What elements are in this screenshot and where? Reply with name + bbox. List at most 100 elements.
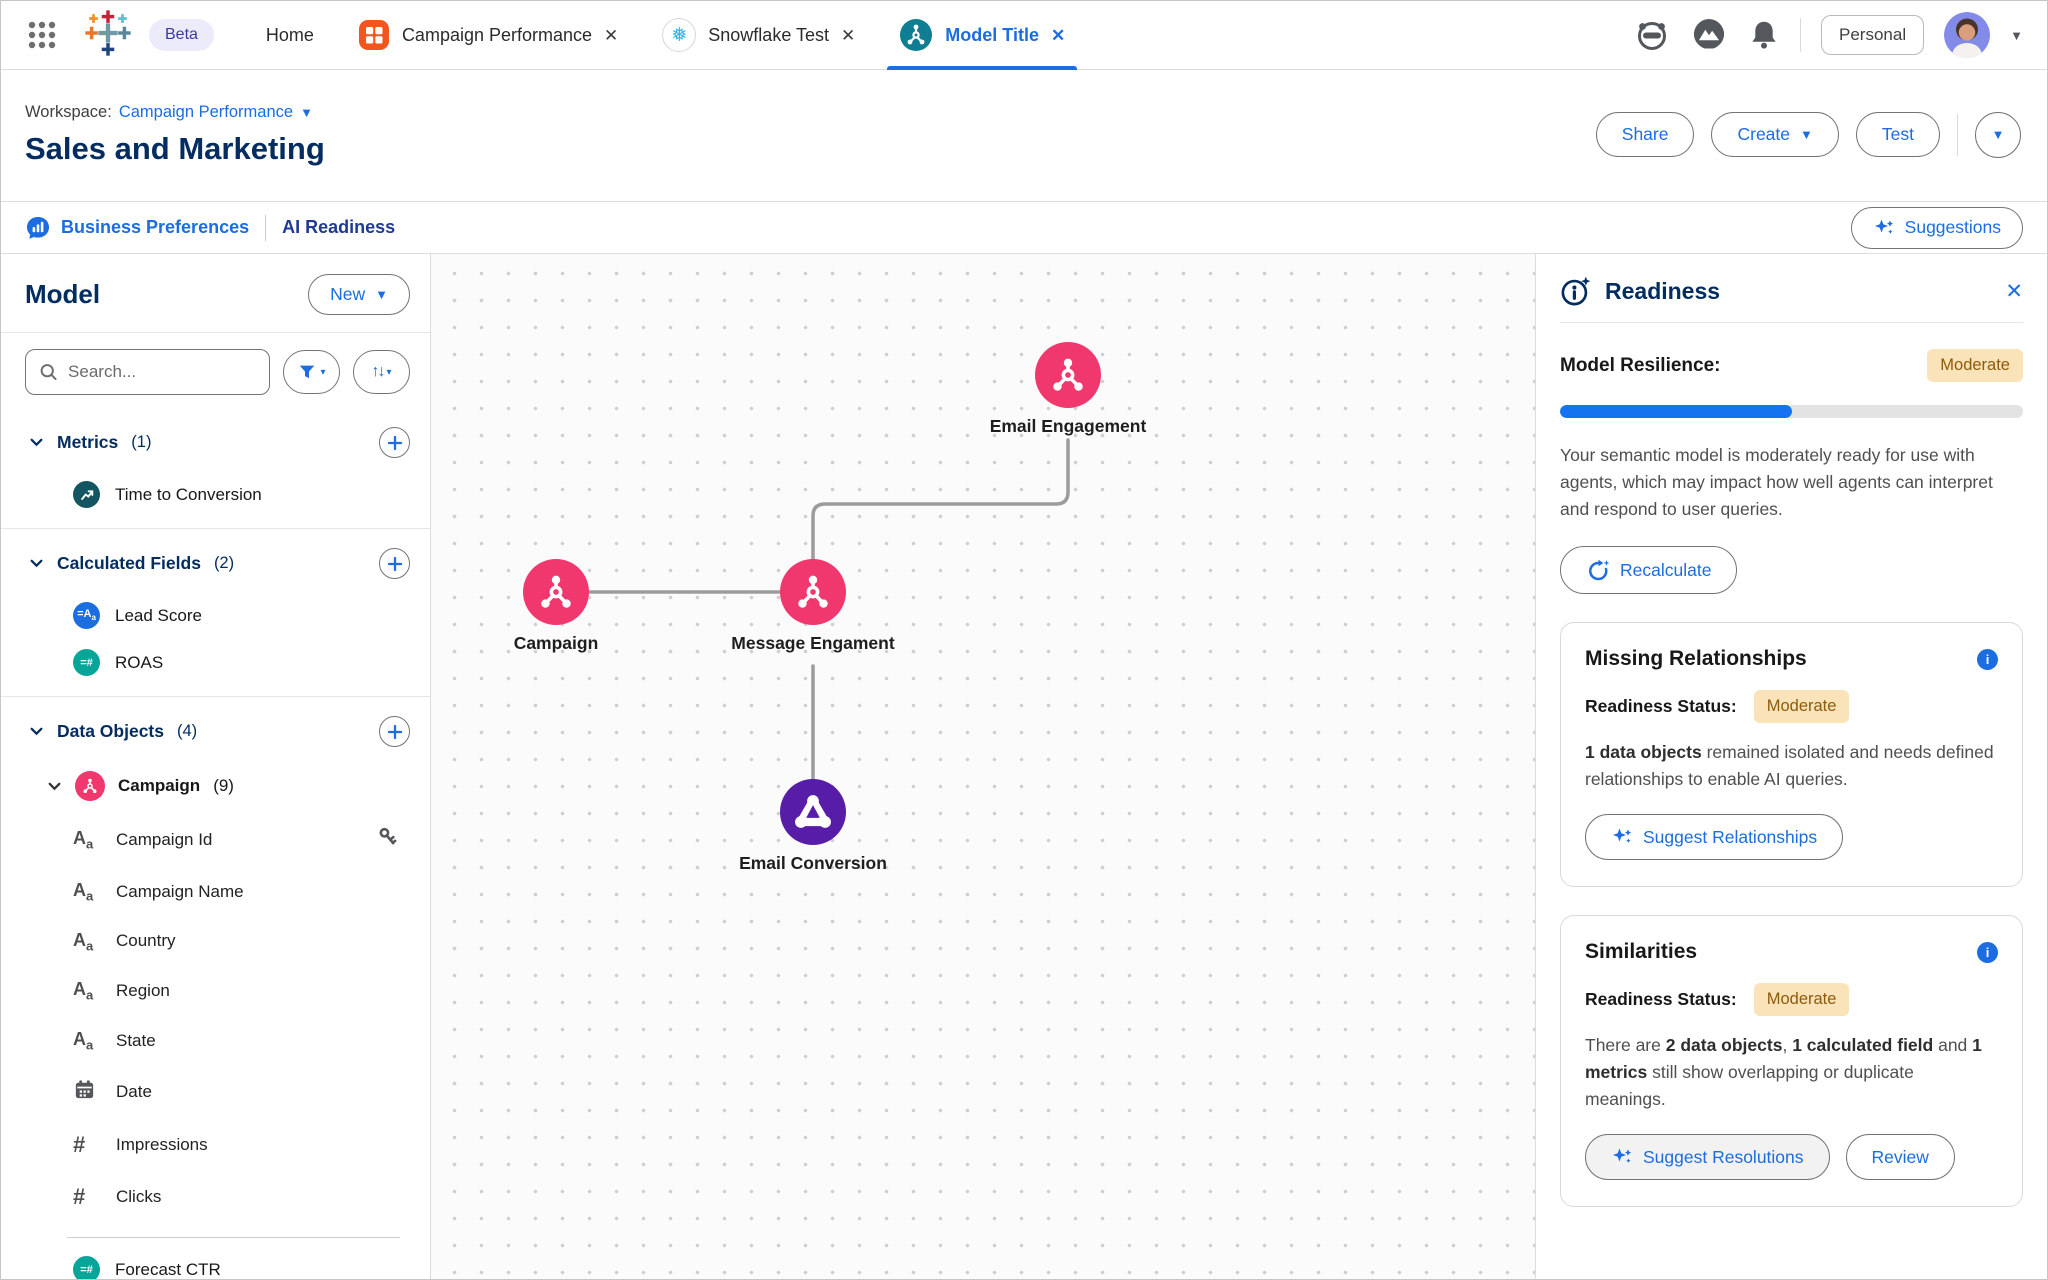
more-actions-button[interactable]: ▼ bbox=[1975, 111, 2021, 158]
field-row[interactable]: Aa Country bbox=[1, 917, 430, 967]
tab-model-title[interactable]: Model Title ✕ bbox=[877, 1, 1087, 70]
metrics-section: Metrics (1) Time to Conversion bbox=[1, 408, 430, 528]
search-box[interactable] bbox=[25, 349, 270, 395]
ai-readiness-label: AI Readiness bbox=[282, 217, 396, 237]
trailhead-icon[interactable] bbox=[1690, 17, 1728, 53]
new-button[interactable]: New ▼ bbox=[308, 274, 410, 315]
chevron-down-icon: ▼ bbox=[1800, 127, 1813, 142]
model-panel-title: Model bbox=[25, 279, 101, 309]
chevron-down-icon bbox=[30, 727, 43, 736]
calculated-field-item[interactable]: =# ROAS bbox=[1, 639, 430, 686]
chevron-down-icon[interactable]: ▼ bbox=[2010, 27, 2023, 43]
chevron-down-icon[interactable]: ▼ bbox=[300, 104, 313, 120]
user-avatar[interactable] bbox=[1944, 12, 1991, 58]
body-bold: 1 calculated field bbox=[1792, 1035, 1934, 1055]
share-button[interactable]: Share bbox=[1595, 112, 1695, 157]
sort-arrows-icon: ↑↓ bbox=[371, 363, 385, 380]
sparkle-icon bbox=[1613, 1148, 1632, 1163]
field-label: Region bbox=[116, 980, 170, 1000]
search-input[interactable] bbox=[68, 362, 256, 382]
add-metric-button[interactable] bbox=[379, 427, 410, 458]
data-object-count: (9) bbox=[213, 776, 234, 795]
node-message-engament[interactable]: Message Engament bbox=[703, 559, 923, 654]
beta-badge: Beta bbox=[149, 19, 214, 51]
field-row[interactable]: Aa Campaign Id bbox=[1, 812, 430, 867]
close-tab-icon[interactable]: ✕ bbox=[1050, 25, 1066, 45]
model-canvas[interactable]: Email Engagement Campaign bbox=[431, 254, 1535, 1279]
field-label: Country bbox=[116, 931, 176, 951]
calculated-field-item[interactable]: =Aa Lead Score bbox=[1, 592, 430, 639]
recalculate-button[interactable]: Recalculate bbox=[1560, 546, 1738, 594]
resilience-progress-fill bbox=[1560, 405, 1792, 418]
suggest-relationships-button[interactable]: Suggest Relationships bbox=[1585, 814, 1844, 860]
field-row[interactable]: Aa State bbox=[1, 1016, 430, 1066]
personal-space-button[interactable]: Personal bbox=[1821, 15, 1925, 55]
section-count: (1) bbox=[131, 433, 152, 451]
review-label: Review bbox=[1871, 1146, 1929, 1167]
review-button[interactable]: Review bbox=[1845, 1134, 1955, 1180]
sort-button[interactable]: ↑↓ ▾ bbox=[353, 350, 410, 394]
create-label: Create bbox=[1737, 124, 1791, 144]
suggest-resolutions-button[interactable]: Suggest Resolutions bbox=[1585, 1134, 1830, 1180]
close-icon[interactable]: ✕ bbox=[2005, 279, 2023, 303]
ai-readiness-link[interactable]: AI Readiness bbox=[282, 217, 395, 238]
create-button[interactable]: Create ▼ bbox=[1711, 112, 1839, 157]
suggestions-button[interactable]: Suggestions bbox=[1850, 206, 2023, 249]
sub-nav: Business Preferences AI Readiness Sugges… bbox=[1, 202, 2047, 254]
metrics-section-header[interactable]: Metrics (1) bbox=[1, 414, 430, 471]
field-row[interactable]: Aa Campaign Name bbox=[1, 867, 430, 917]
chevron-down-icon: ▾ bbox=[386, 366, 392, 378]
waffle-grid-icon bbox=[28, 21, 56, 49]
tab-snowflake-test[interactable]: ❅ Snowflake Test ✕ bbox=[640, 1, 877, 70]
card-title: Missing Relationships bbox=[1585, 647, 1807, 670]
close-tab-icon[interactable]: ✕ bbox=[841, 25, 856, 45]
data-objects-section-header[interactable]: Data Objects (4) bbox=[1, 703, 430, 760]
text-field-icon: Aa bbox=[73, 979, 94, 1003]
notifications-bell-icon[interactable] bbox=[1748, 18, 1780, 52]
divider bbox=[1957, 113, 1958, 156]
card-title: Similarities bbox=[1585, 940, 1698, 963]
tab-label: Model Title bbox=[945, 24, 1039, 45]
node-campaign[interactable]: Campaign bbox=[446, 559, 666, 654]
field-label: State bbox=[116, 1030, 156, 1050]
data-object-campaign[interactable]: Campaign (9) bbox=[1, 760, 430, 812]
body-text: still show overlapping or duplicate mean… bbox=[1585, 1062, 1914, 1109]
body-bold: 1 data objects bbox=[1585, 742, 1702, 762]
info-icon[interactable]: i bbox=[1977, 649, 1998, 670]
calculated-fields-section-header[interactable]: Calculated Fields (2) bbox=[1, 535, 430, 592]
filter-button[interactable]: ▾ bbox=[283, 350, 340, 394]
readiness-panel-title: Readiness bbox=[1605, 277, 1721, 304]
top-bar: Beta Home Campaign Performance ✕ bbox=[1, 1, 2047, 70]
add-data-object-button[interactable] bbox=[379, 716, 410, 747]
plus-icon bbox=[387, 556, 402, 571]
tab-campaign-performance[interactable]: Campaign Performance ✕ bbox=[336, 1, 640, 70]
app-launcher-icon[interactable] bbox=[25, 18, 59, 52]
section-count: (4) bbox=[176, 722, 198, 740]
test-button[interactable]: Test bbox=[1855, 112, 1940, 157]
metric-icon bbox=[73, 481, 100, 508]
field-row[interactable]: # Impressions bbox=[1, 1119, 430, 1171]
body-text: There are bbox=[1585, 1035, 1666, 1055]
section-label: Metrics bbox=[57, 432, 119, 452]
number-field-icon: # bbox=[73, 1184, 86, 1210]
calculated-field-item[interactable]: =# Forecast CTR bbox=[1, 1246, 430, 1279]
node-email-conversion[interactable]: Email Conversion bbox=[703, 779, 923, 874]
field-row[interactable]: Date bbox=[1, 1065, 430, 1119]
chevron-down-icon bbox=[48, 782, 61, 790]
node-email-engagement[interactable]: Email Engagement bbox=[958, 342, 1178, 437]
workspace-link[interactable]: Campaign Performance bbox=[118, 102, 294, 121]
add-calculated-field-button[interactable] bbox=[379, 548, 410, 579]
tab-bar: Home Campaign Performance ✕ ❅ Snowflake … bbox=[244, 1, 1087, 70]
field-row[interactable]: # Clicks bbox=[1, 1171, 430, 1223]
tab-home[interactable]: Home bbox=[244, 1, 336, 70]
close-tab-icon[interactable]: ✕ bbox=[604, 25, 619, 45]
info-icon[interactable]: i bbox=[1977, 942, 1998, 963]
calculated-field-label: Lead Score bbox=[115, 605, 202, 625]
agent-bot-icon[interactable] bbox=[1634, 17, 1670, 53]
business-preferences-link[interactable]: Business Preferences bbox=[25, 215, 249, 241]
metric-item[interactable]: Time to Conversion bbox=[1, 471, 430, 518]
field-row[interactable]: Aa Region bbox=[1, 966, 430, 1016]
body-text: and bbox=[1933, 1035, 1973, 1055]
section-label: Data Objects bbox=[57, 721, 164, 741]
snowflake-icon: ❅ bbox=[662, 18, 697, 52]
